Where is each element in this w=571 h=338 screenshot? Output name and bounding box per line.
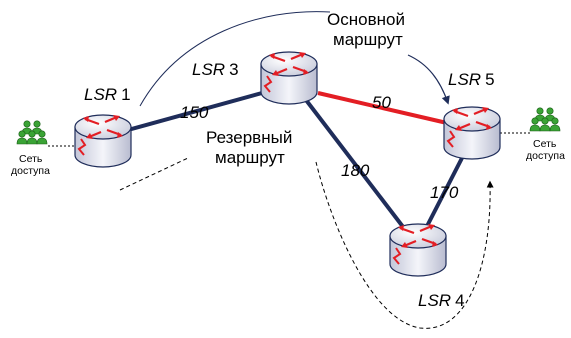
primary-route-label-line2: маршрут: [333, 30, 403, 49]
access-network-right-icon: [529, 107, 561, 132]
access-network-left-icon: [16, 120, 48, 145]
access-network-left-label-line2: доступа: [11, 165, 50, 177]
backup-route-path-b: [315, 161, 494, 329]
link-lsr3-lsr4: [304, 98, 412, 238]
metric-lsr1-lsr3: 150: [180, 103, 209, 122]
primary-route-path-b: [407, 54, 450, 105]
metric-lsr4-lsr5: 170: [430, 183, 459, 202]
router-lsr1-icon[interactable]: [73, 113, 133, 169]
metric-lsr3-lsr5: 50: [372, 93, 391, 112]
link-lsr3-lsr5: [317, 91, 448, 125]
backup-route-label-line1: Резервный: [206, 128, 292, 147]
primary-route-label-line1: Основной: [327, 10, 405, 29]
metric-lsr3-lsr4: 180: [341, 161, 370, 180]
access-network-right-label-line1: Сеть: [533, 138, 557, 150]
backup-route-label-line2: маршрут: [215, 148, 285, 167]
link-lsr1-lsr3: [127, 91, 263, 132]
router-lsr3-icon[interactable]: [259, 50, 319, 106]
primary-route-path-a: [139, 11, 331, 107]
router-lsr4-icon[interactable]: [388, 222, 448, 278]
access-network-left-label-line1: Сеть: [19, 153, 43, 165]
router-lsr5-icon[interactable]: [442, 105, 502, 161]
backup-route-path-a: [119, 157, 189, 191]
access-network-right-label-line2: доступа: [526, 150, 565, 162]
link-lsr4-lsr5: [422, 157, 464, 233]
